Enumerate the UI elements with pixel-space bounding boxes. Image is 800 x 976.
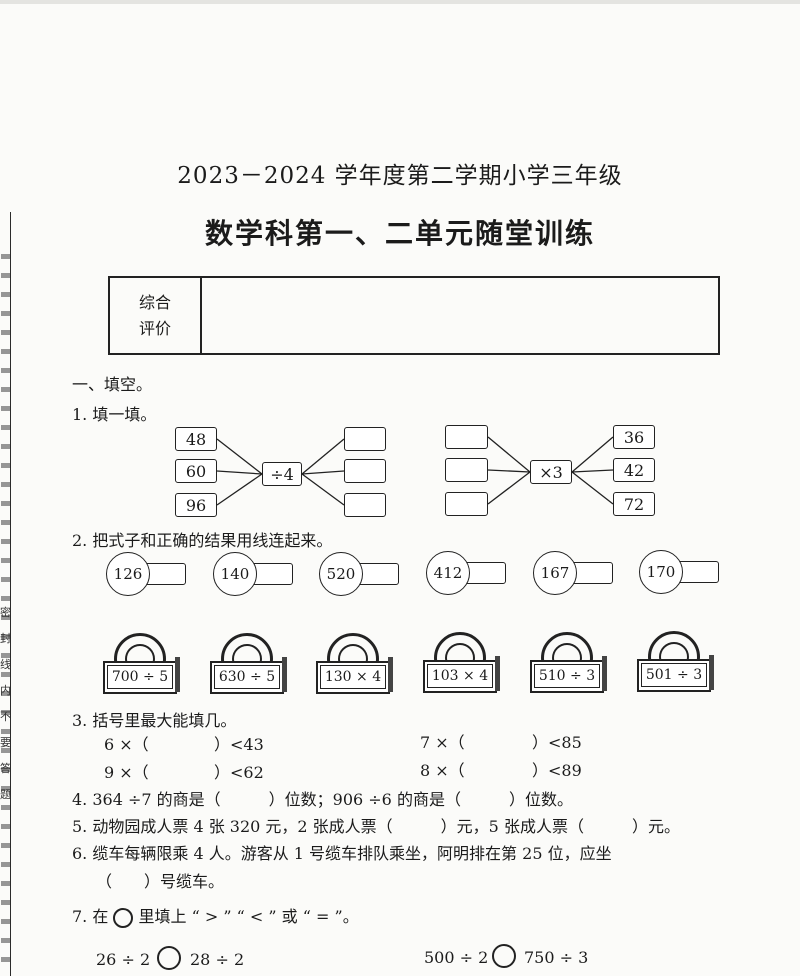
q3-item-right: ）<43 — [214, 735, 264, 754]
top-edge — [0, 0, 800, 4]
evaluation-label: 综合 评价 — [110, 278, 202, 353]
q1-right-output-3: 72 — [613, 492, 655, 516]
q3-item-left: 6 ×（ — [104, 735, 149, 754]
q7-item-left: 500 ÷ 2 — [424, 948, 489, 967]
q3-item-right: ）<62 — [214, 763, 264, 782]
q5-text: 5. 动物园成人票 4 张 320 元，2 张成人票（ ）元，5 张成人票（ ）… — [72, 817, 680, 836]
q1-right-answer-2[interactable] — [445, 458, 488, 482]
q7-label-pre: 7. 在 — [72, 907, 109, 926]
q2-result-circle[interactable]: 412 — [426, 551, 470, 595]
q1-left-answer-3[interactable] — [344, 493, 386, 517]
q1-right-answer-1[interactable] — [445, 425, 488, 449]
q2-result-circle[interactable]: 170 — [639, 550, 683, 594]
q2-expression: 130 × 4 — [320, 665, 386, 689]
q3-blank[interactable] — [160, 734, 210, 754]
q2-expression: 501 ÷ 3 — [641, 663, 707, 687]
q1-left-answer-2[interactable] — [344, 459, 386, 483]
q2-result-tag — [144, 563, 186, 585]
q2-expression: 103 × 4 — [427, 664, 493, 688]
q1-left-input-2: 60 — [175, 459, 217, 483]
section1-heading: 一、填空。 — [72, 375, 153, 394]
evaluation-label-line2: 评价 — [138, 318, 171, 338]
q1-right-output-2: 42 — [613, 458, 655, 482]
q2-basket[interactable]: 103 × 4 — [423, 632, 500, 694]
evaluation-box: 综合 评价 — [108, 276, 720, 355]
q6-text-line2: （ ）号缆车。 — [96, 872, 225, 891]
q2-expression: 510 ÷ 3 — [534, 664, 600, 688]
q2-basket[interactable]: 630 ÷ 5 — [210, 633, 287, 695]
q2-result-tag — [571, 562, 613, 584]
q2-expression: 630 ÷ 5 — [214, 665, 280, 689]
q1-left-answer-1[interactable] — [344, 427, 386, 451]
q7-item-right: 28 ÷ 2 — [190, 950, 245, 969]
basket-side — [495, 656, 500, 691]
q2-result-circle[interactable]: 126 — [106, 552, 150, 596]
title-line2: 数学科第一、二单元随堂训练 — [204, 217, 595, 250]
q2-basket[interactable]: 700 ÷ 5 — [103, 633, 180, 695]
q1-label: 1. 填一填。 — [72, 405, 157, 424]
q1-right-answer-3[interactable] — [445, 492, 488, 516]
q1-right-output-1: 36 — [613, 425, 655, 449]
q3-label: 3. 括号里最大能填几。 — [72, 711, 237, 730]
q3-item-right: ）<89 — [532, 761, 582, 780]
q3-blank[interactable] — [478, 760, 528, 780]
q7-label-post: 里填上 “ > ” “ < ” 或 “ = ”。 — [138, 907, 359, 926]
q6-text-line1: 6. 缆车每辆限乘 4 人。游客从 1 号缆车排队乘坐，阿明排在第 25 位，应… — [72, 844, 612, 863]
q2-result-tag — [464, 562, 506, 584]
basket-side — [709, 655, 714, 690]
q7-compare-circle[interactable] — [157, 946, 181, 970]
q2-result-circle[interactable]: 140 — [213, 552, 257, 596]
q4-text: 4. 364 ÷7 的商是（ ）位数；906 ÷6 的商是（ ）位数。 — [72, 790, 573, 809]
q2-result-circle[interactable]: 167 — [533, 551, 577, 595]
q7-label: 7. 在 里填上 “ > ” “ < ” 或 “ = ”。 — [72, 903, 359, 928]
binding-line — [10, 212, 11, 976]
binding-note: 密封线内不要答题 — [0, 606, 11, 801]
q2-result-tag — [677, 561, 719, 583]
q7-compare-circle[interactable] — [492, 944, 516, 968]
q1-right-operator: ×3 — [530, 460, 572, 484]
basket-side — [602, 656, 607, 691]
q3-item-left: 8 ×（ — [420, 761, 465, 780]
q1-left-input-1: 48 — [175, 427, 217, 451]
q2-basket[interactable]: 501 ÷ 3 — [637, 631, 714, 693]
q7-item-right: 750 ÷ 3 — [524, 948, 589, 967]
q2-basket[interactable]: 510 ÷ 3 — [530, 632, 607, 694]
binding-dashes — [1, 240, 10, 976]
q2-expression: 700 ÷ 5 — [107, 665, 173, 689]
q2-result-circle[interactable]: 520 — [319, 552, 363, 596]
q2-result-tag — [357, 563, 399, 585]
basket-side — [175, 657, 180, 692]
q3-item-right: ）<85 — [532, 733, 582, 752]
q2-basket[interactable]: 130 × 4 — [316, 633, 393, 695]
title-line1: 2023－2024 学年度第二学期小学三年级 — [177, 163, 623, 189]
q3-item-left: 7 ×（ — [420, 733, 465, 752]
q7-item-left: 26 ÷ 2 — [96, 950, 151, 969]
q1-left-operator: ÷4 — [262, 462, 302, 486]
q3-item-left: 9 ×（ — [104, 763, 149, 782]
q1-left-input-3: 96 — [175, 493, 217, 517]
q2-label: 2. 把式子和正确的结果用线连起来。 — [72, 531, 333, 550]
q3-blank[interactable] — [478, 732, 528, 752]
evaluation-label-line1: 综合 — [138, 292, 171, 312]
q2-result-tag — [251, 563, 293, 585]
basket-side — [282, 657, 287, 692]
q3-blank[interactable] — [160, 762, 210, 782]
basket-side — [388, 657, 393, 692]
compare-circle-icon — [113, 907, 134, 928]
